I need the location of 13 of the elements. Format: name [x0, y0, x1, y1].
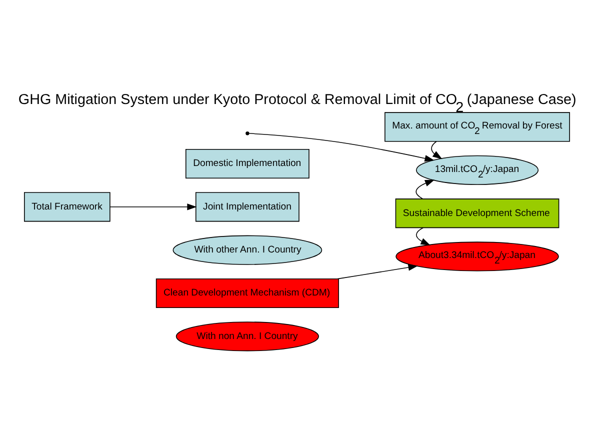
arrow — [337, 264, 418, 279]
node-box: Sustainable Development Scheme — [395, 198, 560, 228]
node-ellipse: With non Ann. I Country — [176, 321, 319, 351]
arrow — [248, 132, 434, 162]
node-box: Total Framework — [24, 192, 110, 222]
arrow — [424, 140, 442, 162]
arrow — [416, 179, 435, 199]
node-ellipse: With other Ann. I Country — [172, 234, 322, 264]
arrow — [110, 203, 197, 210]
arrow — [416, 226, 430, 245]
node-box: Joint Implementation — [195, 192, 300, 222]
node-box: Clean Development Mechanism (CDM) — [156, 278, 339, 308]
node-box: Domestic Implementation — [185, 148, 310, 178]
